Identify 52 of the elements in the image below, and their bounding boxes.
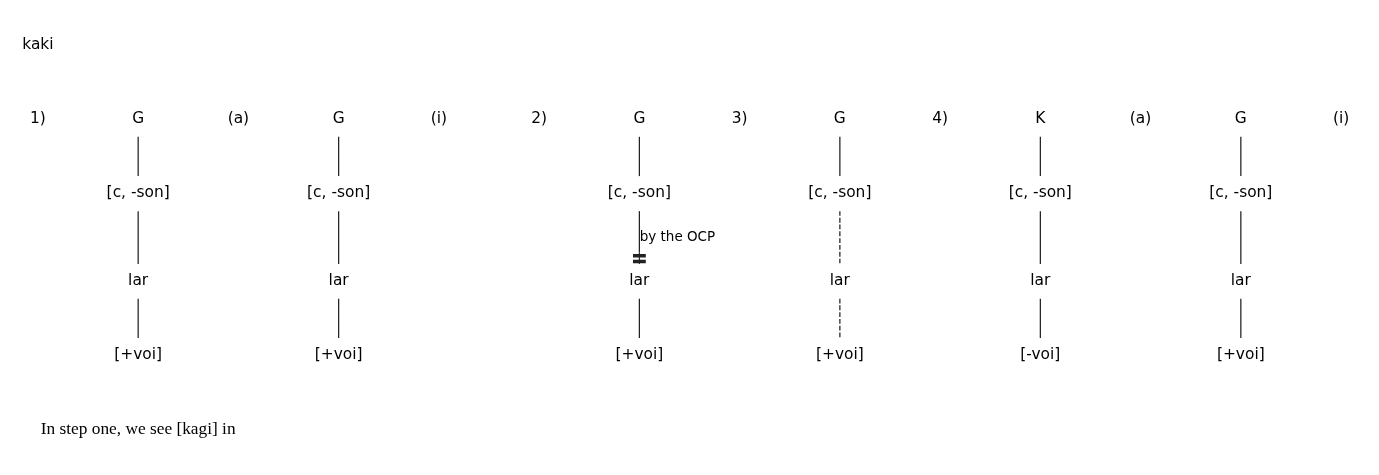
label: (a) [1129, 109, 1152, 128]
connector [638, 298, 640, 339]
label: (a) [227, 109, 250, 128]
label: 1) [30, 109, 46, 128]
node-text: [+voi] [314, 345, 363, 364]
node-text: [+voi] [815, 345, 864, 364]
label: 3) [731, 109, 748, 128]
node-text: G [633, 109, 646, 128]
connector [1240, 210, 1242, 265]
connector [137, 210, 139, 265]
node-text: G [132, 109, 145, 128]
connector [338, 210, 340, 265]
connector [137, 298, 139, 339]
connector [338, 136, 340, 177]
node-text: G [1234, 109, 1247, 128]
node-text: [-voi] [1020, 345, 1061, 364]
label: (i) [1332, 109, 1350, 128]
label: In step one, we see [kagi] in [40, 419, 236, 439]
label: 2) [531, 109, 548, 128]
node-text: [c, -son] [106, 183, 170, 202]
node-text: [+voi] [615, 345, 664, 364]
node-text: [c, -son] [307, 183, 371, 202]
node-text: [c, -son] [808, 183, 872, 202]
node-text: K [1035, 109, 1046, 128]
node-text: lar [328, 271, 349, 290]
node-text: G [833, 109, 846, 128]
node-text: lar [1030, 271, 1051, 290]
label: 4) [932, 109, 949, 128]
connector [839, 298, 841, 339]
node-text: [+voi] [1216, 345, 1265, 364]
node-text: lar [629, 271, 650, 290]
connector [839, 136, 841, 177]
node-text: G [332, 109, 345, 128]
connector [338, 298, 340, 339]
label: kaki [22, 34, 54, 53]
edge-label: by the OCP [639, 228, 716, 245]
connector [839, 210, 841, 265]
node-text: [c, -son] [607, 183, 671, 202]
connector [137, 136, 139, 177]
node-text: lar [128, 271, 149, 290]
label: (i) [430, 109, 448, 128]
connector [1039, 136, 1041, 177]
node-text: [c, -son] [1209, 183, 1273, 202]
connector [638, 136, 640, 177]
node-text: [+voi] [114, 345, 163, 364]
node-text: [c, -son] [1008, 183, 1072, 202]
connector [1240, 136, 1242, 177]
node-text: lar [1230, 271, 1251, 290]
node-text: lar [829, 271, 850, 290]
connector [1039, 298, 1041, 339]
connector [1240, 298, 1242, 339]
connector [1039, 210, 1041, 265]
